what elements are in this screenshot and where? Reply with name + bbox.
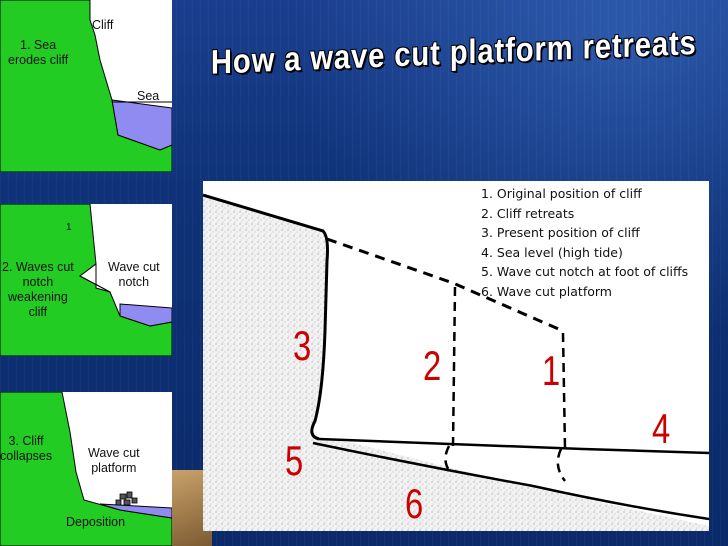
deposition-rocks [115, 491, 138, 506]
deposition-label: Deposition [66, 515, 126, 529]
legend-item-2: 2. Cliff retreats [481, 205, 575, 221]
number-1: 1 [542, 347, 561, 394]
stage-1-label: 1. Sea erodes cliff [8, 38, 69, 67]
stage-1-panel: 1. Sea erodes cliff Cliff Sea [0, 0, 172, 172]
stage-2-label: 2. Waves cut notch weakening cliff [2, 260, 74, 319]
stage-2-panel: 2. Waves cut notch weakening cliff 1 Wav… [0, 204, 172, 356]
stage-3-label: 3. Cliff collapses [0, 434, 53, 463]
stages-column: 1. Sea erodes cliff Cliff Sea 2. Waves c… [0, 0, 172, 546]
number-3: 3 [293, 322, 312, 369]
number-4: 4 [652, 405, 671, 452]
legend-item-1: 1. Original position of cliff [481, 186, 642, 201]
retreat-diagram [203, 181, 709, 531]
number-6: 6 [405, 480, 424, 527]
stage-3-panel: 3. Cliff collapses Wave cut platform Dep… [0, 392, 172, 546]
legend-item-3: 3. Present position of cliff [481, 225, 640, 241]
platform-label: Wave cut platform [88, 446, 140, 475]
number-2: 2 [423, 342, 442, 389]
diagram-legend: 1. Original position of cliff 2. Cliff r… [481, 184, 721, 302]
stage-3-drawing [0, 392, 172, 546]
stage-2-marker: 1 [66, 222, 72, 233]
number-5: 5 [285, 437, 304, 484]
stage-2-drawing [0, 204, 172, 356]
legend-item-6: 6. Wave cut platform [481, 283, 612, 299]
legend-item-4: 4. Sea level (high tide) [481, 244, 623, 260]
stage-1-drawing [0, 0, 172, 172]
cliff-label: Cliff [92, 18, 114, 32]
retreat-drawing [203, 193, 709, 531]
notch-label: Wave cut notch [108, 260, 160, 289]
sea-label: Sea [137, 89, 160, 103]
legend-item-5: 5. Wave cut notch at foot of cliffs [481, 264, 689, 280]
